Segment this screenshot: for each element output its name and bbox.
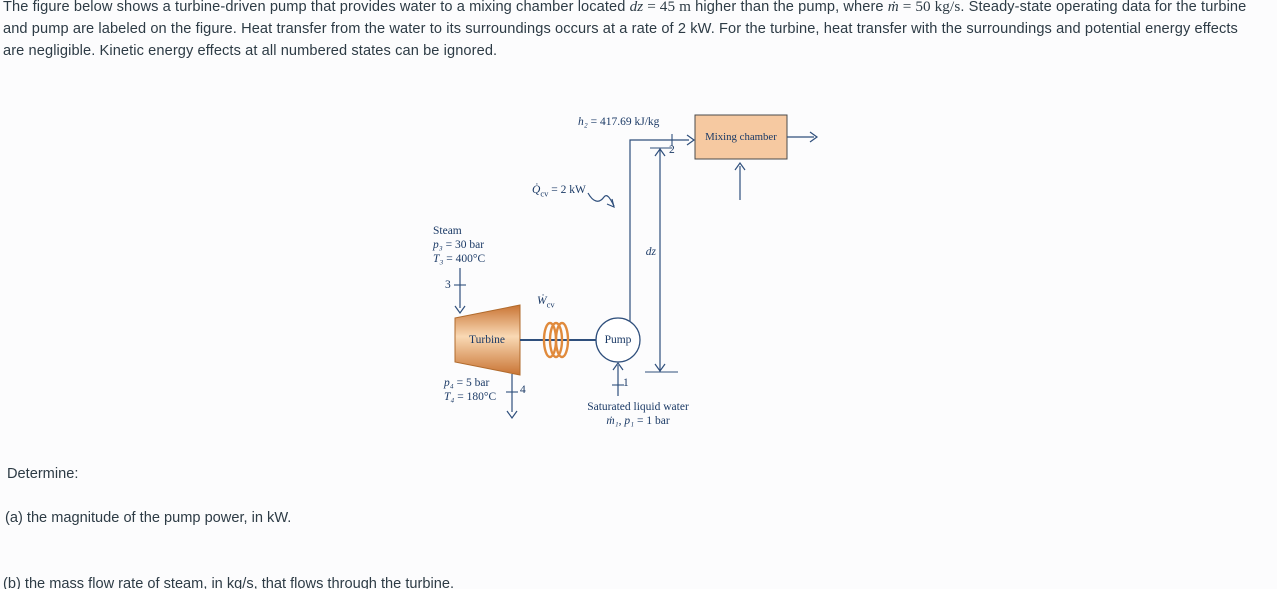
t3-label: T₃ = 400°C (433, 253, 485, 266)
question-part-a: (a) the magnitude of the pump power, in … (5, 510, 292, 526)
state-1-label: 1 (623, 377, 629, 389)
p4-value: = 5 bar (453, 377, 490, 389)
t4-var: T₄ (444, 391, 455, 403)
m1-var: ṁ₁, p₁ (606, 415, 635, 427)
determine-heading: Determine: (7, 466, 79, 482)
qcv-subscript: cv (540, 188, 549, 199)
pipe-pump-to-chamber (629, 134, 696, 322)
pump-label: Pump (604, 334, 632, 346)
t3-value: = 400°C (443, 253, 486, 265)
p4-label: p₄ = 5 bar (444, 377, 489, 390)
work-coil (542, 321, 570, 359)
p3-var: p₃ (433, 239, 443, 251)
p3-value: = 30 bar (442, 239, 485, 251)
math-mdot-value: = 50 kg/s (898, 0, 961, 15)
state-3-label: 3 (445, 279, 451, 291)
turbine-label: Turbine (469, 334, 505, 346)
dz-var: dz (645, 246, 656, 258)
steam-label: Steam (433, 225, 462, 237)
state-4-outlet-line (506, 374, 518, 420)
question-part-b: (b) the mass flow rate of steam, in kg/s… (3, 576, 454, 589)
wcv-label: Ẇcv (537, 295, 555, 310)
state-2-label: 2 (669, 144, 675, 156)
problem-statement: The figure below shows a turbine-driven … (3, 0, 1251, 62)
chamber-outlet-arrow (787, 131, 819, 143)
p3-label: p₃ = 30 bar (433, 239, 484, 252)
chamber-bottom-inlet-arrow (734, 161, 746, 200)
math-dz-value: = 45 m (643, 0, 691, 15)
state-4-label: 4 (520, 384, 526, 396)
saturated-liquid-label: Saturated liquid water (587, 401, 689, 413)
m1-label: ṁ₁, p₁ = 1 bar (548, 415, 728, 428)
wcv-symbol: Ẇ (537, 295, 547, 307)
intro-segment-3: . Steady-state operating data for the tu… (3, 0, 1247, 59)
m1-value: = 1 bar (634, 415, 670, 427)
wcv-subscript: cv (546, 299, 555, 310)
math-mdot: ṁ (887, 0, 899, 15)
h2-var: h₂ (578, 116, 588, 128)
t4-value: = 180°C (454, 391, 497, 403)
h2-label: h₂ = 417.69 kJ/kg (578, 116, 659, 129)
qcv-symbol: Q̇ (532, 184, 541, 196)
h2-value: = 417.69 kJ/kg (587, 116, 660, 128)
mixing-chamber-text: Mixing chamber (705, 130, 777, 143)
intro-segment-1: The figure below shows a turbine-driven … (3, 0, 630, 15)
dz-dimension-line (645, 147, 678, 373)
dz-label: dz (632, 246, 656, 259)
t4-label: T₄ = 180°C (444, 391, 496, 404)
qcv-value: = 2 kW (548, 184, 586, 196)
figure-canvas (454, 114, 819, 420)
state-1-inlet-line (612, 361, 624, 396)
t3-var: T₃ (433, 253, 444, 265)
intro-segment-2: higher than the pump, where (691, 0, 888, 15)
qcv-label: Q̇cv = 2 kW (532, 184, 586, 199)
system-figure: h₂ = 417.69 kJ/kg Mixing chamber Q̇cv = … (420, 100, 850, 445)
p4-var: p₄ (444, 377, 454, 389)
turbine-shape (454, 304, 521, 376)
mixing-chamber-label: Mixing chamber (697, 115, 785, 159)
state-3-inlet-line (454, 268, 466, 315)
heat-transfer-arrow (587, 192, 615, 209)
math-dz: dz (629, 0, 644, 15)
